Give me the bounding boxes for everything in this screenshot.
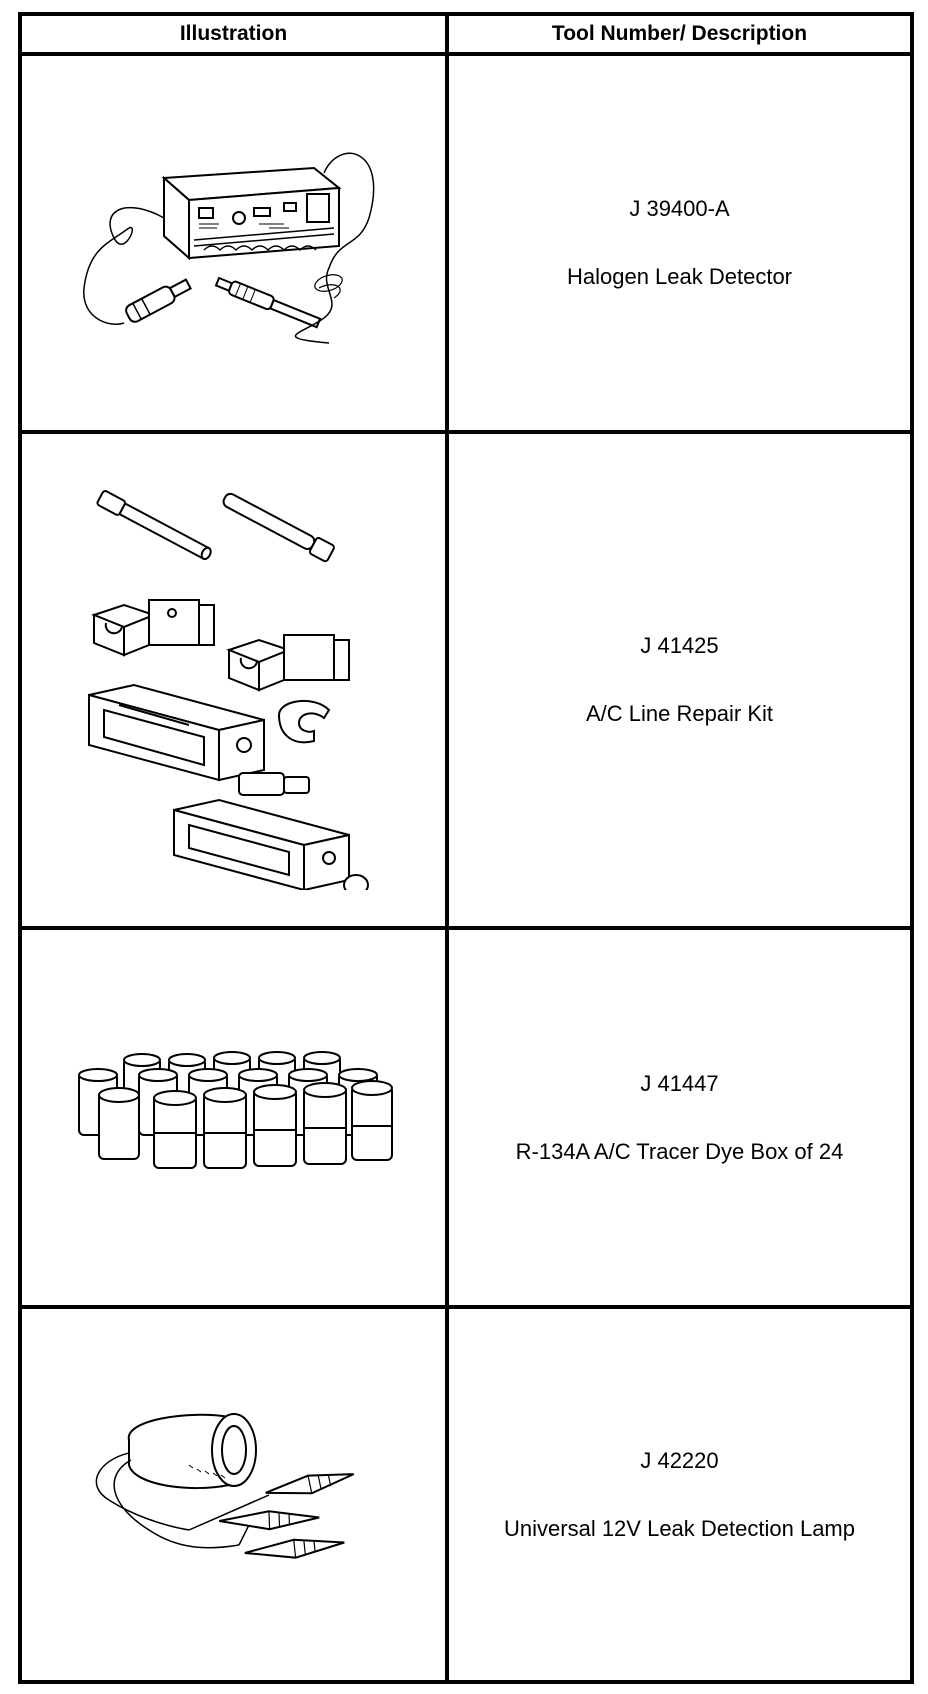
tool-description: A/C Line Repair Kit: [585, 701, 774, 726]
tool-table: Illustration Tool Number/ Description: [18, 12, 914, 1684]
tool-number: J 41425: [640, 633, 719, 658]
description-cell: J 39400-A Halogen Leak Detector: [445, 52, 914, 434]
halogen-leak-detector-icon: [82, 152, 374, 344]
table-header-row: Illustration Tool Number/ Description: [18, 12, 914, 56]
table-row: J 41447 R-134A A/C Tracer Dye Box of 24: [18, 926, 914, 1309]
tool-description: Universal 12V Leak Detection Lamp: [504, 1515, 855, 1541]
description-cell: J 41425 A/C Line Repair Kit: [445, 430, 914, 930]
tool-description: R-134A A/C Tracer Dye Box of 24: [515, 1138, 844, 1164]
illustration-cell: [18, 52, 449, 434]
table-row: J 42220 Universal 12V Leak Detection Lam…: [18, 1305, 914, 1684]
header-illustration: Illustration: [18, 12, 449, 56]
illustration-cell: [18, 926, 449, 1309]
ac-line-repair-kit-icon: [87, 490, 369, 890]
table-row: J 39400-A Halogen Leak Detector: [18, 52, 914, 434]
description-cell: J 42220 Universal 12V Leak Detection Lam…: [445, 1305, 914, 1684]
tool-number: J 42220: [640, 1447, 719, 1473]
tracer-dye-bottles-icon: [77, 1050, 393, 1169]
tool-number: J 41447: [640, 1070, 719, 1096]
tool-description: Halogen Leak Detector: [566, 264, 793, 289]
illustration-cell: [18, 430, 449, 930]
leak-detection-lamp-icon: [95, 1412, 354, 1559]
header-tool-description: Tool Number/ Description: [445, 12, 914, 56]
tool-number: J 39400-A: [629, 196, 730, 221]
table-row: J 41425 A/C Line Repair Kit: [18, 430, 914, 930]
description-cell: J 41447 R-134A A/C Tracer Dye Box of 24: [445, 926, 914, 1309]
illustration-cell: [18, 1305, 449, 1684]
